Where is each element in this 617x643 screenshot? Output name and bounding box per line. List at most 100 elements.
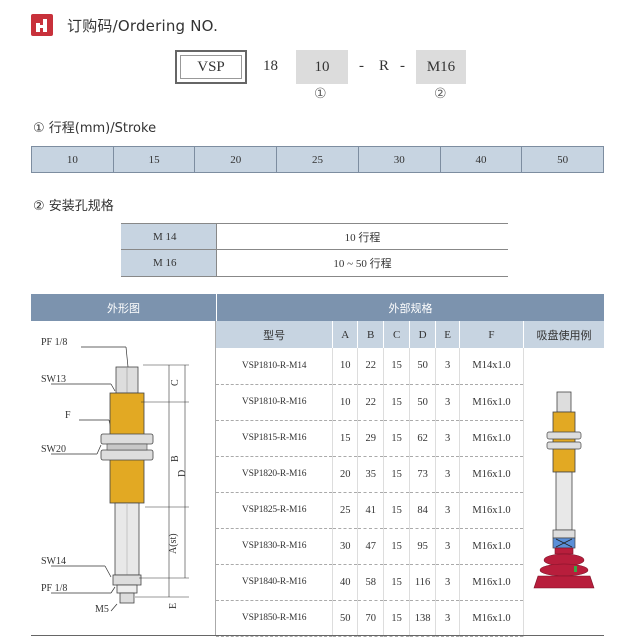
cell-c: 15 <box>383 528 411 565</box>
cell-c: 15 <box>383 600 411 637</box>
col-a: A <box>332 321 359 348</box>
cell-c: 15 <box>383 564 411 601</box>
cell-a: 30 <box>332 528 359 565</box>
cell-model: VSP1825-R-M16 <box>216 492 334 529</box>
cell-b: 29 <box>357 420 385 457</box>
cell-model: VSP1815-R-M16 <box>216 420 334 457</box>
cell-f: M16x1.0 <box>459 420 524 457</box>
size-code: 18 <box>263 58 278 74</box>
cell-f: M16x1.0 <box>459 600 524 637</box>
cell-a: 50 <box>332 600 359 637</box>
cell-model: VSP1810-R-M16 <box>216 384 334 421</box>
table-row: VSP1810-R-M16 10 22 15 50 3 M16x1.0 <box>216 384 604 421</box>
outline-drawing-header: 外形图 <box>31 294 216 321</box>
stroke-cell: 10 <box>32 147 114 172</box>
label-dim-a: A(st) <box>168 533 179 554</box>
label-sw13: SW13 <box>41 374 66 385</box>
stroke-section-title: ① 行程(mm)/Stroke <box>33 121 157 136</box>
stroke-cell: 30 <box>359 147 441 172</box>
stroke-marker: ① <box>314 86 327 102</box>
cell-d: 138 <box>409 600 437 637</box>
cell-model: VSP1830-R-M16 <box>216 528 334 565</box>
label-f: F <box>65 410 71 421</box>
col-b: B <box>357 321 385 348</box>
cell-e: 3 <box>435 528 461 565</box>
cell-e: 3 <box>435 456 461 493</box>
col-d: D <box>409 321 437 348</box>
cell-a: 10 <box>332 384 359 421</box>
cell-model: VSP1810-R-M14 <box>216 348 334 385</box>
table-row: VSP1840-R-M16 40 58 15 116 3 M16x1.0 <box>216 564 604 601</box>
bottom-rule <box>31 635 604 636</box>
label-sw20: SW20 <box>41 444 66 455</box>
cell-model: VSP1820-R-M16 <box>216 456 334 493</box>
mount-value: 10 行程 <box>344 231 381 244</box>
mount-value: 10 ~ 50 行程 <box>333 258 392 270</box>
stroke-cell: 25 <box>277 147 359 172</box>
cell-a: 20 <box>332 456 359 493</box>
mount-key: M 16 <box>121 250 217 276</box>
cell-d: 116 <box>409 564 437 601</box>
label-dim-b: B <box>170 455 181 462</box>
table-row: VSP1815-R-M16 15 29 15 62 3 M16x1.0 <box>216 420 604 457</box>
table-row: VSP1810-R-M14 10 22 15 50 3 M14x1.0 <box>216 348 604 588</box>
stroke-code: 10 <box>296 50 348 84</box>
cell-e: 3 <box>435 348 461 385</box>
ordering-icon <box>31 14 53 36</box>
cell-e: 3 <box>435 564 461 601</box>
mount-section-title: ② 安装孔规格 <box>33 199 114 214</box>
table-row: VSP1820-R-M16 20 35 15 73 3 M16x1.0 <box>216 456 604 493</box>
table-row: VSP1850-R-M16 50 70 15 138 3 M16x1.0 <box>216 600 604 637</box>
cell-a: 40 <box>332 564 359 601</box>
label-m5: M5 <box>95 604 109 615</box>
col-c: C <box>383 321 411 348</box>
cell-f: M16x1.0 <box>459 564 524 601</box>
cell-d: 73 <box>409 456 437 493</box>
spec-header-row: 型号 A B C D E F 吸盘使用例 <box>216 321 604 348</box>
cell-f: M16x1.0 <box>459 492 524 529</box>
cell-c: 15 <box>383 492 411 529</box>
cell-b: 58 <box>357 564 385 601</box>
cell-b: 70 <box>357 600 385 637</box>
series-code: VSP <box>180 55 242 79</box>
cell-b: 41 <box>357 492 385 529</box>
mount-row: M 16 10 ~ 50 行程 <box>121 250 508 277</box>
mount-marker: ② <box>434 86 447 102</box>
stroke-table: 10 15 20 25 30 40 50 <box>31 146 604 173</box>
type-code: R <box>379 58 390 74</box>
label-dim-c: C <box>170 379 181 386</box>
label-pf-top: PF 1/8 <box>41 337 67 348</box>
cell-model: VSP1850-R-M16 <box>216 600 334 637</box>
cell-b: 47 <box>357 528 385 565</box>
cell-f: M16x1.0 <box>459 384 524 421</box>
stroke-cell: 40 <box>441 147 523 172</box>
mount-code: M16 <box>416 50 466 84</box>
stroke-cell: 50 <box>557 153 569 166</box>
col-example: 吸盘使用例 <box>523 321 604 348</box>
cell-c: 15 <box>383 348 411 385</box>
code-dash-2: - <box>400 58 405 74</box>
cell-f: M16x1.0 <box>459 528 524 565</box>
cell-a: 25 <box>332 492 359 529</box>
cell-e: 3 <box>435 600 461 637</box>
mount-key: M 14 <box>121 224 217 249</box>
cell-b: 22 <box>357 384 385 421</box>
page-title: 订购码/Ordering NO. <box>67 17 219 35</box>
external-specs-header: 外部规格 <box>216 294 604 321</box>
label-sw14: SW14 <box>41 556 66 567</box>
cell-d: 50 <box>409 348 437 385</box>
cell-e: 3 <box>435 492 461 529</box>
cell-c: 15 <box>383 456 411 493</box>
cell-c: 15 <box>383 420 411 457</box>
cell-model: VSP1840-R-M16 <box>216 564 334 601</box>
code-dash-1: - <box>359 58 364 74</box>
col-model: 型号 <box>216 321 334 348</box>
stroke-cell: 20 <box>195 147 278 172</box>
cell-d: 50 <box>409 384 437 421</box>
outline-drawing: PF 1/8 SW13 F SW20 SW14 PF 1/8 M5 C B D … <box>31 321 216 635</box>
cell-d: 95 <box>409 528 437 565</box>
col-f: F <box>459 321 524 348</box>
series-code-box: VSP <box>175 50 247 84</box>
cell-e: 3 <box>435 384 461 421</box>
cell-a: 15 <box>332 420 359 457</box>
